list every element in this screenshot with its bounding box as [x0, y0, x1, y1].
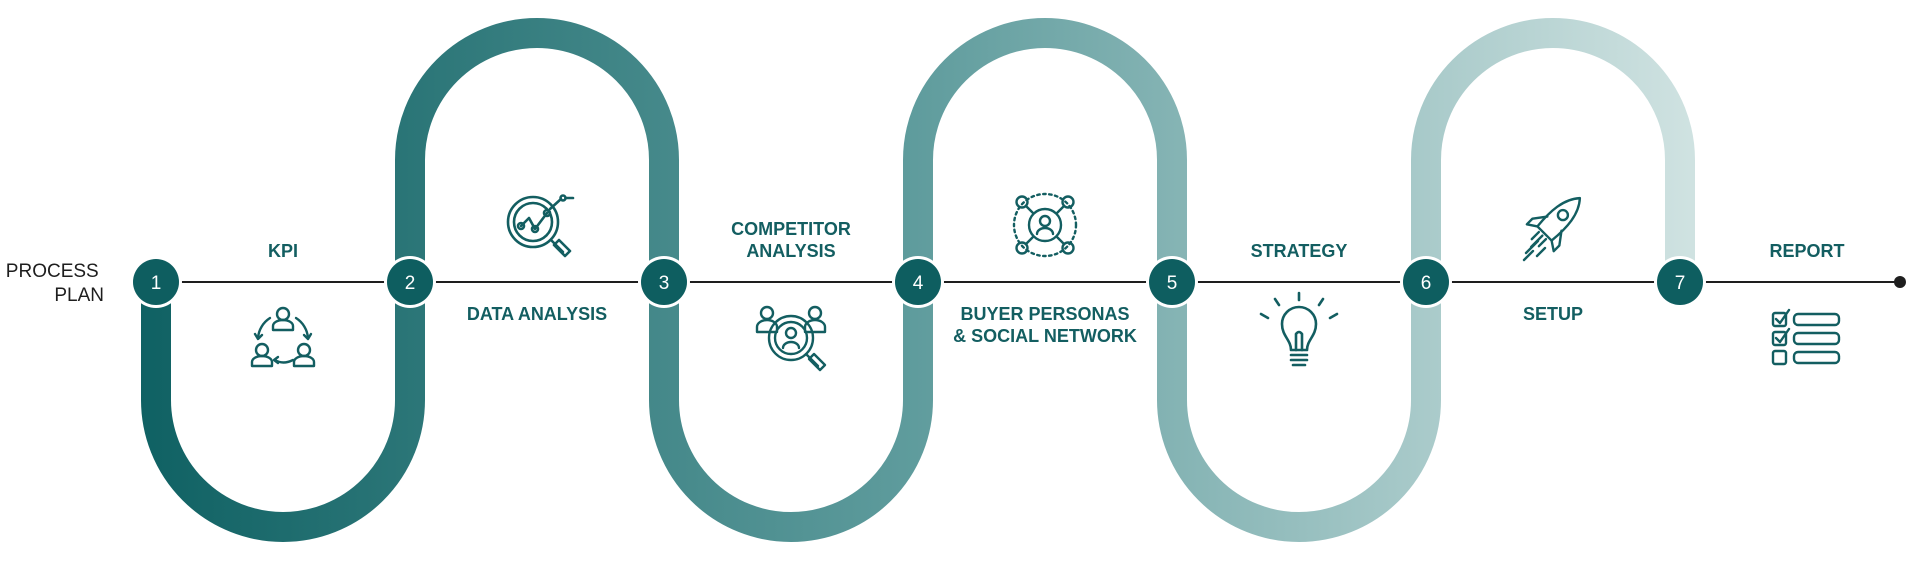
team-cycle-icon [250, 306, 316, 368]
rocket-icon [1516, 183, 1595, 262]
step-number: 5 [1167, 273, 1178, 294]
lightbulb-icon [1259, 291, 1339, 367]
persona-network-icon [1012, 192, 1078, 258]
step-circle [1149, 259, 1195, 305]
step-number: 7 [1675, 273, 1686, 294]
step-label: KPI [268, 241, 298, 261]
step-circle [133, 259, 179, 305]
step-number: 4 [913, 273, 924, 294]
step-circle [1403, 259, 1449, 305]
step-circle [1657, 259, 1703, 305]
magnifier-chart-icon [506, 194, 575, 258]
step-number: 6 [1421, 273, 1432, 294]
step-5: 5 STRATEGY [1146, 241, 1348, 367]
checklist-icon [1771, 308, 1841, 366]
step-label: STRATEGY [1251, 241, 1348, 261]
process-plan-title: PROCESS PLAN [6, 261, 104, 306]
competitor-search-icon [755, 305, 827, 372]
step-label: DATA ANALYSIS [467, 304, 607, 324]
step-circle [641, 259, 687, 305]
step-1: 1 KPI [130, 241, 316, 368]
step-number: 3 [659, 273, 670, 294]
step-label: REPORT [1769, 241, 1844, 261]
step-7: 7 REPORT [1654, 241, 1845, 366]
step-number: 1 [151, 273, 162, 294]
step-number: 2 [405, 273, 416, 294]
step-label: BUYER PERSONAS& SOCIAL NETWORK [953, 304, 1137, 346]
step-circle [387, 259, 433, 305]
step-circle [895, 259, 941, 305]
step-label: SETUP [1523, 304, 1583, 324]
end-dot [1894, 276, 1906, 288]
